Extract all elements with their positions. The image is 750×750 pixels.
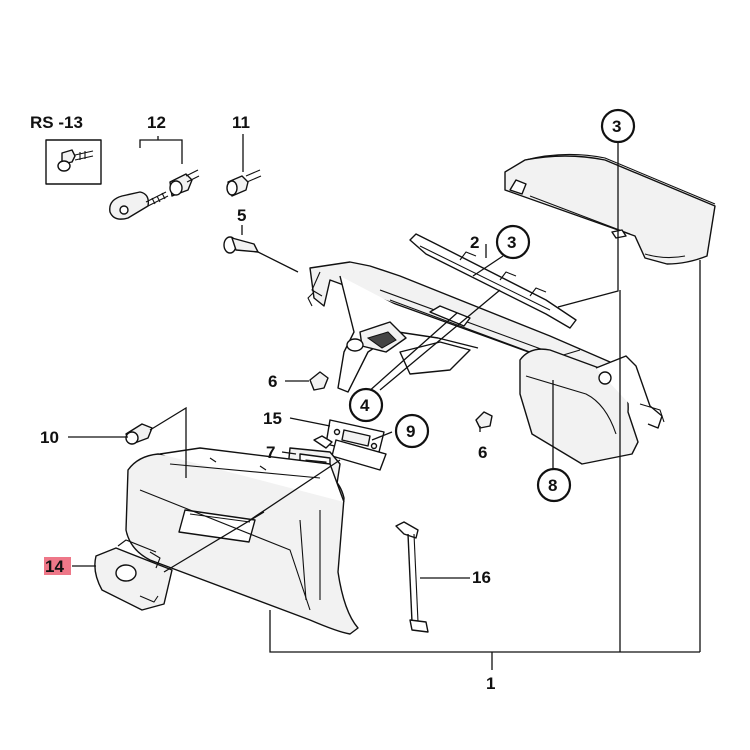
label-11: 11 (232, 113, 250, 132)
main-carrier (307, 261, 665, 465)
part-3-upper-trim (504, 153, 716, 265)
label-14: 14 (45, 557, 64, 576)
part-14-handle (94, 539, 173, 611)
glovebox-lid (125, 447, 359, 635)
callout-14-highlight (44, 557, 71, 575)
label-10: 10 (40, 428, 59, 447)
label-6b: 6 (478, 443, 487, 462)
part-16-strut (395, 521, 429, 633)
part-6-clip-right (475, 411, 493, 429)
part-5-screw (223, 236, 299, 273)
label-2: 2 (470, 233, 479, 252)
leader-lines (68, 134, 701, 670)
label-12: 12 (147, 113, 166, 132)
rs13-screw-box (45, 139, 102, 185)
part-10-buffer (125, 423, 153, 445)
callout-circle-4 (348, 387, 384, 423)
label-6a: 6 (268, 372, 277, 391)
part-11-clip (226, 169, 262, 197)
part-9-plate (331, 439, 387, 471)
label-15: 15 (263, 409, 282, 428)
part-12-lock-cylinder (109, 169, 200, 220)
label-3b: 3 (507, 233, 516, 252)
label-5: 5 (237, 206, 246, 225)
label-4: 4 (360, 396, 370, 415)
label-rs13: RS -13 (30, 113, 83, 132)
label-8: 8 (548, 476, 557, 495)
label-3a: 3 (612, 117, 621, 136)
callout-circle-3b (495, 224, 531, 260)
label-1: 1 (486, 674, 495, 693)
label-16: 16 (472, 568, 491, 587)
callout-circle-9 (394, 413, 430, 449)
label-7: 7 (266, 443, 275, 462)
part-2-bracket (409, 233, 577, 329)
label-9: 9 (406, 422, 415, 441)
callout-circle-8 (536, 467, 572, 503)
part-6-clip-left (309, 371, 329, 391)
callout-circle-3a (600, 108, 636, 144)
